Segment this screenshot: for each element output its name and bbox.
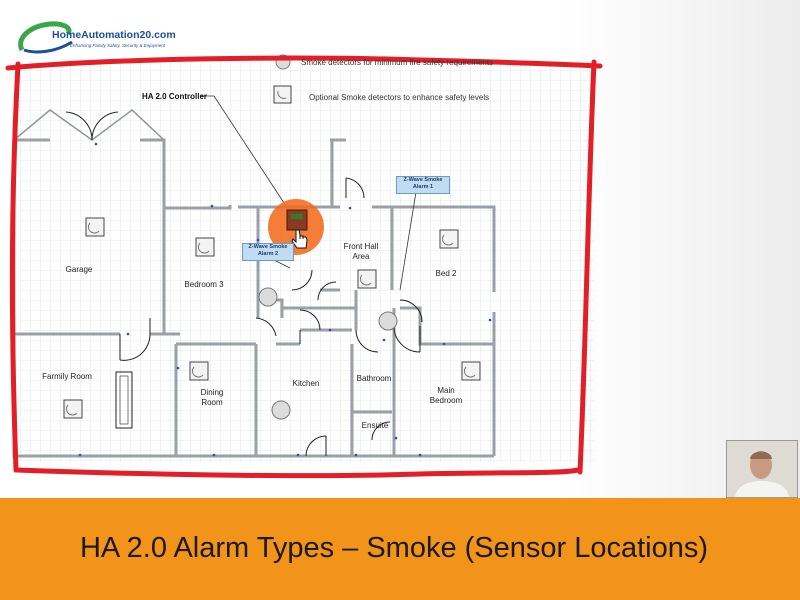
wall-markers xyxy=(78,142,492,457)
hand-pointer-icon xyxy=(291,229,308,249)
presenter-webcam xyxy=(726,440,798,498)
legend-item-optional: Optional Smoke detectors to enhance safe… xyxy=(309,93,490,102)
red-frame xyxy=(5,55,603,479)
room-label-front-hall: Front Hall Area xyxy=(343,242,379,261)
controller-leader xyxy=(200,95,287,207)
slide-title: HA 2.0 Alarm Types – Smoke (Sensor Locat… xyxy=(79,532,709,564)
logo-name: HomeAutomation20.com xyxy=(52,29,176,41)
callout-alarm-2: Z-Wave Smoke Alarm 2 xyxy=(242,243,294,261)
floor-plan xyxy=(5,54,603,479)
smoke-detector-icon-set-minimum xyxy=(63,217,481,419)
room-label-kitchen: Kitchen xyxy=(292,379,320,388)
room-label-bed-2: Bed 2 xyxy=(435,269,457,278)
room-label-main-bedroom: Main Bedroom xyxy=(429,386,463,405)
legend-icons xyxy=(273,54,292,104)
logo-tagline: Enhancing Family Safety, Security & Enjo… xyxy=(70,43,165,48)
door-swings xyxy=(65,111,423,457)
logo-swoosh-icon xyxy=(18,21,73,54)
callout-alarm-1: Z-Wave Smoke Alarm 1 xyxy=(396,176,450,194)
smoke-detector-icon-set-optional xyxy=(258,287,398,420)
alarm1-leader xyxy=(399,191,417,291)
legend-item-minimum: Smoke detectors for minimum fire safety … xyxy=(301,58,494,67)
controller-device xyxy=(286,209,308,231)
room-label-dining-room: Dining Room xyxy=(200,388,224,407)
room-label-family-room: Farmily Room xyxy=(42,372,92,381)
controller-title: HA 2.0 Controller xyxy=(142,92,208,101)
grid-paper xyxy=(20,62,594,462)
slide-area: HomeAutomation20.com Enhancing Family Sa… xyxy=(0,0,800,498)
site-logo: HomeAutomation20.com Enhancing Family Sa… xyxy=(16,20,196,56)
room-label-ensuite: Ensuite xyxy=(361,421,389,430)
room-label-bedroom-3: Bedroom 3 xyxy=(184,280,224,289)
room-label-garage: Garage xyxy=(65,265,93,274)
title-banner: HA 2.0 Alarm Types – Smoke (Sensor Locat… xyxy=(0,498,800,600)
sofa xyxy=(115,371,133,429)
room-label-bathroom: Bathroom xyxy=(356,374,392,383)
presenter-silhouette-icon xyxy=(727,441,797,497)
